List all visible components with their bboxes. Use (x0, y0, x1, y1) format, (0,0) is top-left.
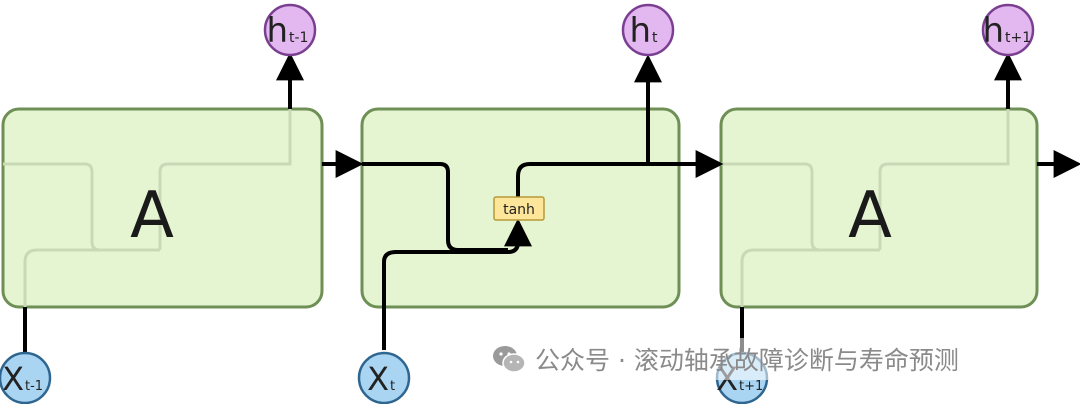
wechat-icon (493, 346, 526, 373)
input-line-2 (382, 218, 532, 350)
output-node-1: h t-1 (263, 3, 317, 57)
input-node-2: X t (357, 351, 411, 404)
cell-box-1 (1, 107, 324, 309)
input-node-1-sub: t-1 (25, 379, 43, 394)
output-node-3-sub: t+1 (1005, 30, 1031, 46)
cell-label-1: A (130, 179, 174, 253)
input-node-3-sub: t+1 (739, 379, 763, 394)
output-node-2-main: h (629, 11, 651, 51)
tanh-gate (493, 196, 545, 221)
faint-inner-lines (3, 109, 1010, 320)
output-node-1-sub: t-1 (289, 30, 308, 46)
hidden-in-line (362, 162, 508, 252)
output-node-2: h t (621, 3, 675, 57)
cell-label-3: A (848, 179, 892, 253)
output-node-1-main: h (266, 11, 288, 51)
output-node-3-main: h (982, 11, 1004, 51)
output-node-3: h t+1 (981, 3, 1035, 57)
input-node-1-main: X (2, 360, 24, 398)
output-node-2-sub: t (652, 30, 658, 46)
input-node-2-main: X (367, 360, 389, 398)
watermark-text: 公众号 · 滚动轴承故障诊断与寿命预测 (535, 346, 959, 375)
tanh-gate-label: tanh (503, 202, 535, 218)
input-node-1: X t-1 (0, 351, 52, 404)
watermark: 公众号 · 滚动轴承故障诊断与寿命预测 (485, 338, 965, 380)
hidden-out-line (516, 150, 724, 197)
input-node-2-sub: t (390, 379, 395, 394)
